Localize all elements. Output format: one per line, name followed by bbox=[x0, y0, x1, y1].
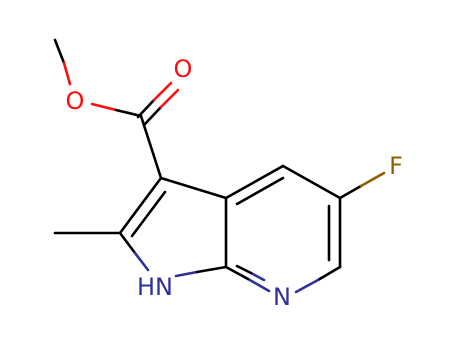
bond-c2-n1-blue bbox=[133, 251, 150, 272]
bond-c3-c2-outer bbox=[118, 176, 163, 235]
bonds bbox=[53, 38, 386, 294]
bond-c3a-c4-outer bbox=[224, 164, 285, 200]
bond-carbonyl-c3 bbox=[139, 114, 163, 180]
atom-oxygen-ether: O bbox=[66, 87, 85, 115]
bond-oxygen-carbonyl-red bbox=[90, 102, 118, 112]
bond-c5-fluorine-gold bbox=[359, 171, 386, 188]
atom-oxygen-carbonyl: O bbox=[174, 55, 193, 83]
bond-n1-c7a bbox=[195, 265, 228, 274]
bond-n7-c7a-inner bbox=[235, 264, 253, 275]
bond-carbonyl-double-a bbox=[136, 98, 156, 119]
bond-c3a-c4-inner bbox=[235, 176, 285, 206]
bond-c3-c2-inner bbox=[130, 190, 167, 238]
atom-labels: O O F HN N bbox=[66, 55, 403, 311]
bond-c6-n7-blue bbox=[294, 278, 320, 294]
bond-c4-c5 bbox=[281, 164, 342, 200]
bond-n7-c7a-outer bbox=[224, 265, 250, 281]
bond-c3-c3a bbox=[159, 176, 228, 200]
bond-n1-c7a-blue bbox=[174, 270, 199, 278]
bond-c5-fluorine bbox=[338, 184, 363, 200]
bond-c2-n1 bbox=[118, 231, 137, 255]
bond-c6-n7 bbox=[316, 265, 342, 282]
bond-oxygen-carbonyl bbox=[114, 108, 143, 118]
atom-nitrogen-pyridine: N bbox=[273, 283, 291, 311]
bond-carbonyl-double-b-red bbox=[159, 88, 180, 109]
bond-n7-c7a-inner-blue bbox=[249, 271, 266, 282]
bond-carbonyl-double-b bbox=[143, 105, 163, 126]
bond-n7-c7a-outer-blue bbox=[246, 277, 271, 293]
atom-nitrogen-pyrrole: HN bbox=[137, 273, 173, 301]
bond-methyl-oxygen bbox=[53, 38, 66, 65]
atom-fluorine: F bbox=[389, 152, 403, 180]
bond-carbonyl-double-a-red bbox=[152, 81, 173, 102]
bond-methyl-oxygen-red bbox=[62, 61, 72, 86]
